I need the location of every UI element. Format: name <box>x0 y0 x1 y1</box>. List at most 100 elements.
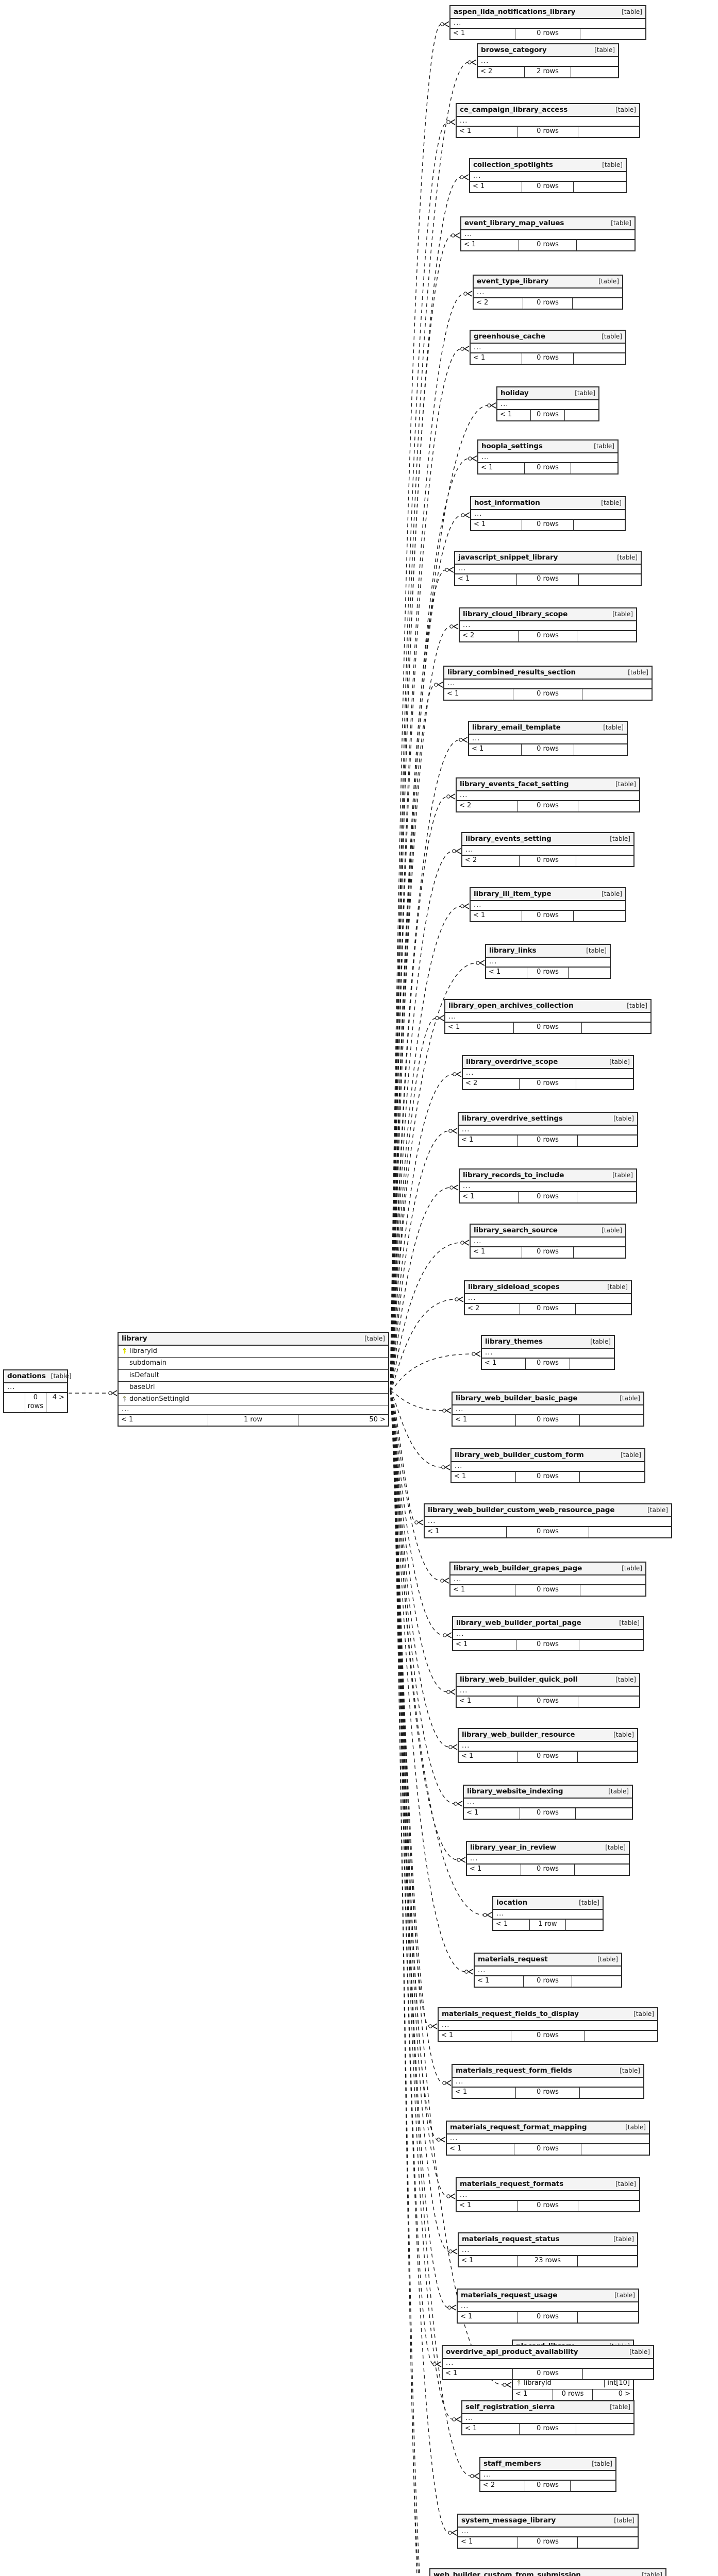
table-column-row[interactable]: baseUrl <box>119 1382 388 1394</box>
cardinality-zero-marker <box>464 1970 469 1974</box>
footer-parents: < 2 <box>463 1079 520 1090</box>
table-node-web-builder-custom-from-submission[interactable]: web_builder_custom_from_submission[table… <box>429 2568 666 2576</box>
table-node-library-web-builder-custom-web-resource-page[interactable]: library_web_builder_custom_web_resource_… <box>424 1503 672 1539</box>
table-node-library-web-builder-quick-poll[interactable]: library_web_builder_quick_poll[table]...… <box>456 1673 640 1708</box>
footer-parents: < 1 <box>452 1472 516 1483</box>
table-type-tag: [table] <box>602 1227 622 1234</box>
table-column-row[interactable]: donationSettingId <box>119 1394 388 1406</box>
table-node-overdrive-api-product-availability[interactable]: overdrive_api_product_availability[table… <box>442 2345 654 2381</box>
footer-children <box>577 240 634 250</box>
footer-rowcount: 0 rows <box>518 1752 578 1762</box>
table-node-library-open-archives-collection[interactable]: library_open_archives_collection[table].… <box>444 999 652 1035</box>
table-node-library-cloud-library-scope[interactable]: library_cloud_library_scope[table]...< 2… <box>459 607 637 643</box>
table-type-tag: [table] <box>615 106 636 113</box>
table-node-donations[interactable]: donations [table] ... 0 rows 4 > <box>3 1369 72 1413</box>
crowsfoot-marker <box>457 1801 463 1807</box>
table-node-library-web-builder-basic-page[interactable]: library_web_builder_basic_page[table]...… <box>452 1392 644 1427</box>
table-column-row[interactable]: isDefault <box>119 1370 388 1382</box>
crowsfoot-marker <box>454 232 460 239</box>
key-icon-foreign <box>516 2379 524 2387</box>
table-node-library-combined-results-section[interactable]: library_combined_results_section[table].… <box>443 666 653 701</box>
table-node-aspen-lida-notifications-library[interactable]: aspen_lida_notifications_library[table].… <box>449 5 646 41</box>
table-node-library-events-facet-setting[interactable]: library_events_facet_setting[table]...< … <box>456 777 640 813</box>
crowsfoot-marker <box>443 21 449 27</box>
crowsfoot-marker <box>449 1689 456 1695</box>
table-node-materials-request-format-mapping[interactable]: materials_request_format_mapping[table].… <box>446 2121 650 2156</box>
cardinality-zero-marker <box>414 1520 419 1524</box>
footer-rowcount: 2 rows <box>525 67 572 78</box>
table-name: library_overdrive_scope <box>466 1058 558 1066</box>
table-header: library_overdrive_settings[table] <box>459 1113 637 1126</box>
table-type-tag: [table] <box>614 2292 635 2299</box>
table-name: library_events_setting <box>465 835 552 843</box>
table-node-library-web-builder-portal-page[interactable]: library_web_builder_portal_page[table]..… <box>452 1616 644 1652</box>
table-name: materials_request_format_mapping <box>450 2123 587 2131</box>
table-header: self_registration_sierra[table] <box>462 2401 633 2415</box>
footer-children <box>574 182 626 192</box>
table-header: materials_request_status[table] <box>459 2233 637 2247</box>
table-type-tag: [table] <box>615 1676 636 1683</box>
crowsfoot-marker <box>460 1857 466 1863</box>
table-node-materials-request-fields-to-display[interactable]: materials_request_fields_to_display[tabl… <box>438 2007 658 2043</box>
columns-ellipsis: ... <box>471 901 625 911</box>
table-node-materials-request-form-fields[interactable]: materials_request_form_fields[table]...<… <box>452 2064 644 2099</box>
crowsfoot-marker <box>445 1408 452 1414</box>
table-name: library_web_builder_resource <box>462 1731 575 1739</box>
footer-parents: < 1 <box>486 968 527 978</box>
columns-ellipsis: ... <box>482 1349 614 1359</box>
columns-ellipsis: ... <box>453 1630 643 1640</box>
footer-parents: < 1 <box>119 1415 209 1426</box>
footer-rowcount: 0 rows <box>526 1359 570 1369</box>
footer-children <box>578 1752 637 1762</box>
relationship-edge <box>390 1353 473 1392</box>
cardinality-zero-marker <box>443 1633 447 1637</box>
table-name: library_web_builder_grapes_page <box>454 1564 582 1572</box>
table-header: library_web_builder_portal_page[table] <box>453 1617 643 1631</box>
crowsfoot-marker <box>455 848 461 854</box>
footer-rowcount: 0 rows <box>517 127 578 138</box>
table-node-library-web-builder-grapes-page[interactable]: library_web_builder_grapes_page[table]..… <box>449 1562 646 1597</box>
table-column-row[interactable]: subdomain <box>119 1358 388 1370</box>
table-name: ce_campaign_library_access <box>460 106 568 114</box>
table-column-row[interactable]: libraryId <box>119 1346 388 1358</box>
cardinality-zero-marker <box>446 1690 450 1694</box>
column-name: subdomain <box>129 1359 166 1367</box>
table-name: library <box>122 1334 147 1343</box>
table-node-library-web-builder-custom-form[interactable]: library_web_builder_custom_form[table]..… <box>450 1448 645 1484</box>
table-node-library-web-builder-resource[interactable]: library_web_builder_resource[table]...< … <box>458 1728 638 1764</box>
